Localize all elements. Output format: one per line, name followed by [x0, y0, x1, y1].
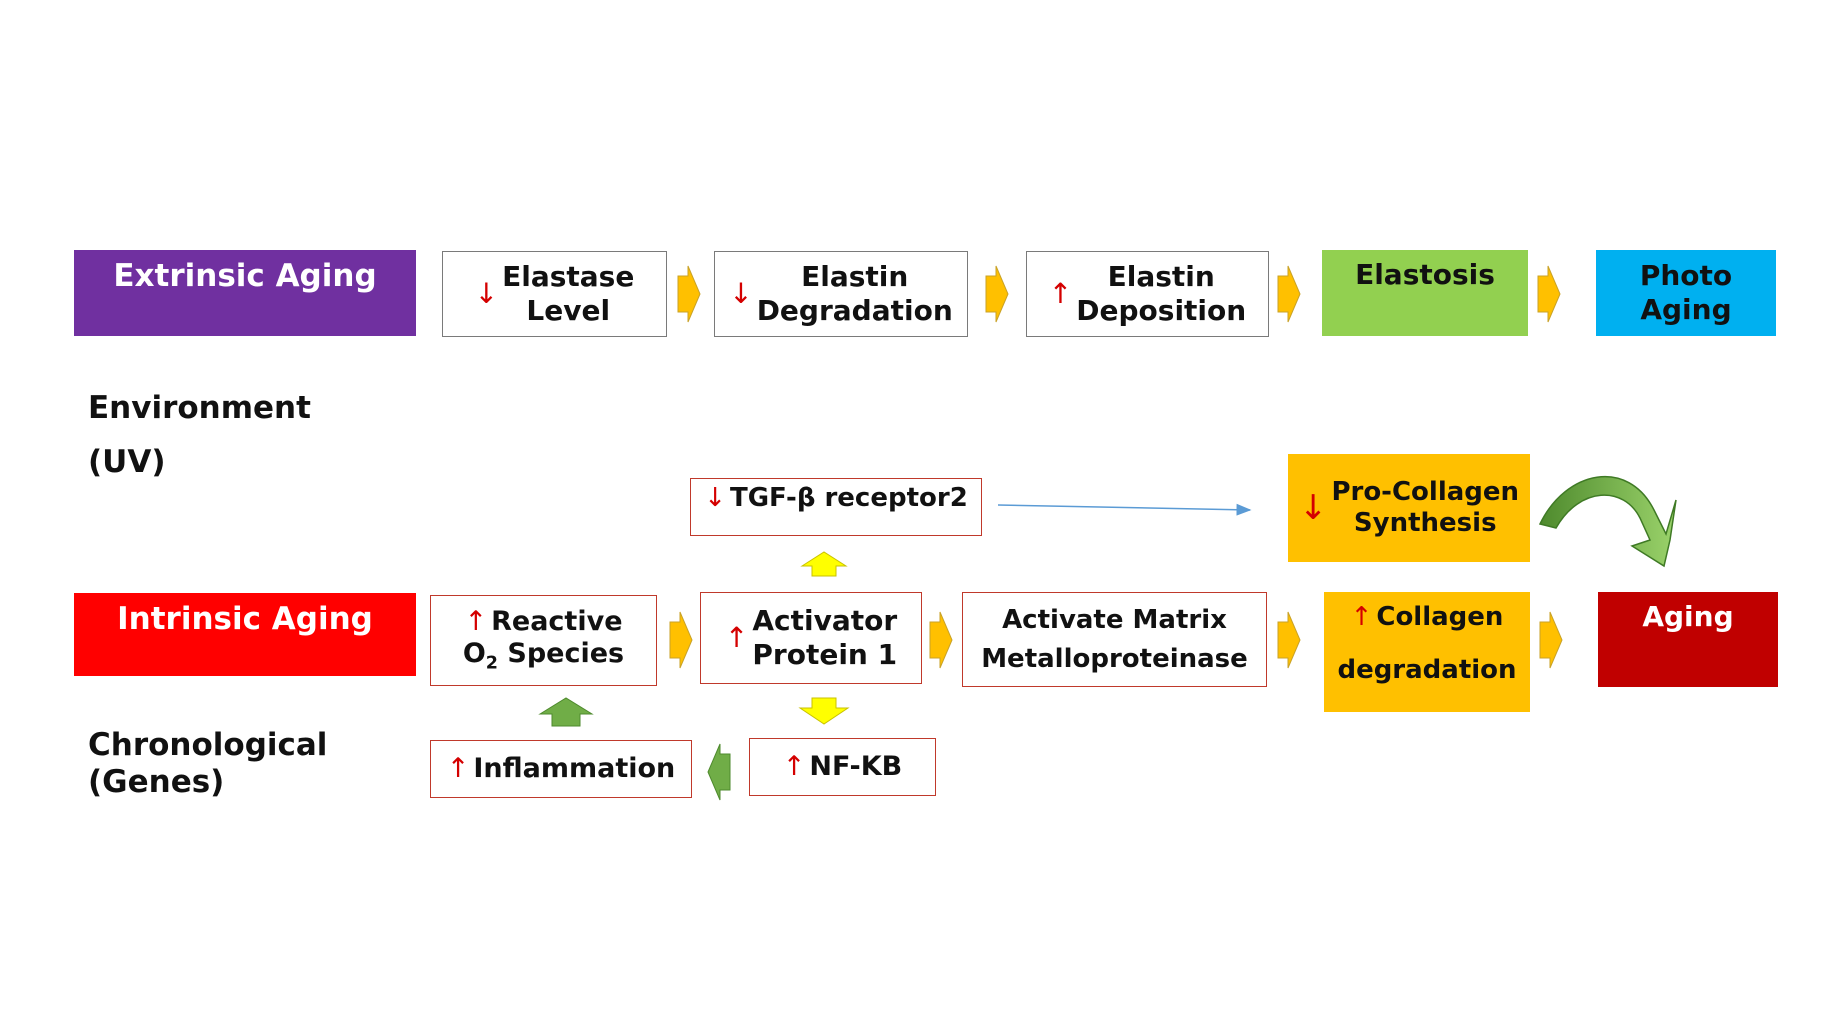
species-text: Species	[498, 638, 625, 670]
nf-kb-text: NF-KB	[809, 750, 903, 782]
matrix-metalloproteinase-text: Activate Matrix Metalloproteinase	[981, 604, 1248, 674]
down-arrow-icon	[798, 697, 850, 725]
degradation-text: degradation	[1337, 655, 1517, 686]
down-arrow-icon: ↓	[474, 277, 499, 311]
down-arrow-icon: ↓	[729, 277, 753, 311]
thin-connector-arrow	[997, 503, 1252, 516]
o2-subscript: 2	[485, 653, 498, 674]
reactive-line: ↑Reactive	[464, 606, 622, 638]
elastin-degradation-text: Elastin Degradation	[756, 260, 953, 327]
photo-aging-text: Photo Aging	[1639, 259, 1733, 326]
matrix-metalloproteinase-box: Activate Matrix Metalloproteinase	[962, 592, 1267, 687]
elastosis-box: Elastosis	[1322, 250, 1528, 336]
right-arrow-icon	[669, 611, 693, 669]
o-text: O	[462, 638, 486, 670]
elastosis-text: Elastosis	[1355, 258, 1495, 291]
reactive-text: Reactive	[491, 606, 623, 638]
chronological-genes-label: Chronological (Genes)	[88, 690, 327, 802]
elastase-level-box: ↓ Elastase Level	[442, 251, 667, 337]
up-arrow-icon: ↑	[1048, 277, 1073, 311]
aging-text: Aging	[1642, 600, 1734, 633]
degradation-line: degradation	[1337, 655, 1516, 686]
up-arrow-icon: ↑	[446, 752, 470, 784]
right-arrow-icon	[1537, 265, 1561, 323]
collagen-line: ↑Collagen	[1351, 602, 1504, 633]
right-arrow-icon	[985, 265, 1009, 323]
intrinsic-aging-title: Intrinsic Aging	[117, 601, 373, 637]
intrinsic-aging-box: Intrinsic Aging	[74, 593, 416, 676]
up-arrow-icon: ↑	[782, 750, 806, 782]
elastin-deposition-text: Elastin Deposition	[1076, 260, 1247, 327]
pro-collagen-synthesis-box: ↓ Pro-Collagen Synthesis	[1288, 454, 1530, 562]
up-arrow-icon	[538, 697, 594, 727]
up-arrow-icon: ↑	[464, 606, 488, 638]
right-arrow-icon	[677, 265, 701, 323]
o2-species-line: O2 Species	[463, 638, 624, 674]
elastin-deposition-box: ↑ Elastin Deposition	[1026, 251, 1269, 337]
down-arrow-icon: ↓	[1298, 487, 1328, 528]
inflammation-box: ↑ Inflammation	[430, 740, 692, 798]
right-arrow-icon	[1277, 611, 1301, 669]
elastase-level-text: Elastase Level	[502, 260, 635, 327]
tgf-receptor2-box: ↓ TGF-β receptor2	[690, 478, 982, 536]
elastin-degradation-box: ↓ Elastin Degradation	[714, 251, 968, 337]
tgf-receptor2-text: TGF-β receptor2	[729, 483, 968, 513]
collagen-degradation-box: ↑Collagen degradation	[1324, 592, 1530, 712]
reactive-o2-species-box: ↑Reactive O2 Species	[430, 595, 657, 686]
aging-box: Aging	[1598, 592, 1778, 687]
inflammation-text: Inflammation	[473, 752, 676, 784]
down-arrow-icon: ↓	[704, 483, 726, 513]
chronological-genes-text: Chronological (Genes)	[88, 727, 328, 801]
photo-aging-box: Photo Aging	[1596, 250, 1776, 336]
activator-protein-text: Activator Protein 1	[752, 604, 898, 671]
environment-label: Environment	[88, 344, 311, 431]
right-arrow-icon	[1277, 265, 1301, 323]
up-arrow-icon: ↑	[724, 621, 749, 655]
right-arrow-icon	[929, 611, 953, 669]
left-arrow-icon	[707, 743, 731, 801]
collagen-text: Collagen	[1376, 602, 1504, 632]
up-arrow-icon: ↑	[1350, 602, 1373, 632]
pro-collagen-synthesis-text: Pro-Collagen Synthesis	[1331, 476, 1520, 538]
nf-kb-box: ↑ NF-KB	[749, 738, 936, 796]
curved-arrow-icon	[1538, 475, 1677, 568]
extrinsic-aging-title: Extrinsic Aging	[113, 258, 377, 294]
up-arrow-icon	[800, 551, 848, 577]
uv-label: (UV)	[88, 398, 166, 485]
environment-text: Environment	[88, 390, 311, 427]
extrinsic-aging-box: Extrinsic Aging	[74, 250, 416, 336]
activator-protein-box: ↑ Activator Protein 1	[700, 592, 922, 684]
right-arrow-icon	[1539, 611, 1563, 669]
uv-text: (UV)	[88, 444, 166, 481]
